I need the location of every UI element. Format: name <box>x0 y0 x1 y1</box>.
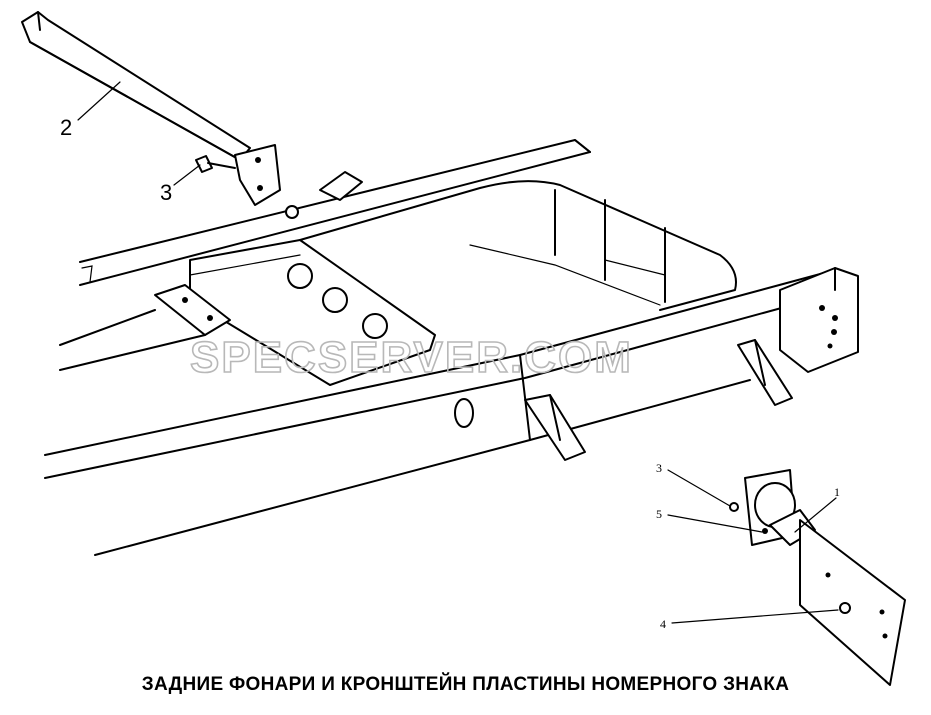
callout-label: 1 <box>834 485 840 499</box>
callout-1-small: 1 <box>794 485 840 533</box>
bolt-part-3 <box>195 155 299 219</box>
callout-label: 5 <box>656 507 662 521</box>
callout-3-large: 3 <box>160 164 201 205</box>
frame-inner-opening <box>299 180 737 311</box>
callout-label: 2 <box>60 115 72 140</box>
beam-bolt-hole <box>831 329 837 335</box>
plate-hole <box>322 287 348 313</box>
bracket-lug-right <box>737 339 793 406</box>
tail-light-detail <box>729 469 906 686</box>
callout-4-small: 4 <box>660 609 839 631</box>
license-plate-bracket-bar <box>21 11 281 206</box>
callout-2: 2 <box>60 81 121 140</box>
front-longitudinal-rail <box>44 269 841 556</box>
callout-label: 4 <box>660 617 666 631</box>
rear-cross-beam <box>779 267 859 373</box>
callout-label: 3 <box>656 461 662 475</box>
watermark-text: SPECSERVER.COM <box>190 333 633 382</box>
bracket-lug-left <box>524 394 586 461</box>
plate-hole <box>287 263 313 289</box>
left-lower-plate <box>59 284 231 371</box>
callout-label: 3 <box>160 180 172 205</box>
back-longitudinal-rail <box>79 139 591 286</box>
beam-bolt-hole <box>832 315 838 321</box>
plate-hole <box>362 313 388 339</box>
beam-bolt-hole <box>827 343 833 349</box>
plate-hole <box>839 602 851 614</box>
center-cross-plate <box>189 239 436 386</box>
rail-hole <box>454 398 474 428</box>
rail-top-lug <box>319 171 363 201</box>
callout-3-small: 3 <box>656 461 731 507</box>
diagram-caption: ЗАДНИЕ ФОНАРИ И КРОНШТЕЙН ПЛАСТИНЫ НОМЕР… <box>141 674 790 695</box>
callout-5-small: 5 <box>656 507 763 533</box>
beam-bolt-hole <box>819 305 825 311</box>
